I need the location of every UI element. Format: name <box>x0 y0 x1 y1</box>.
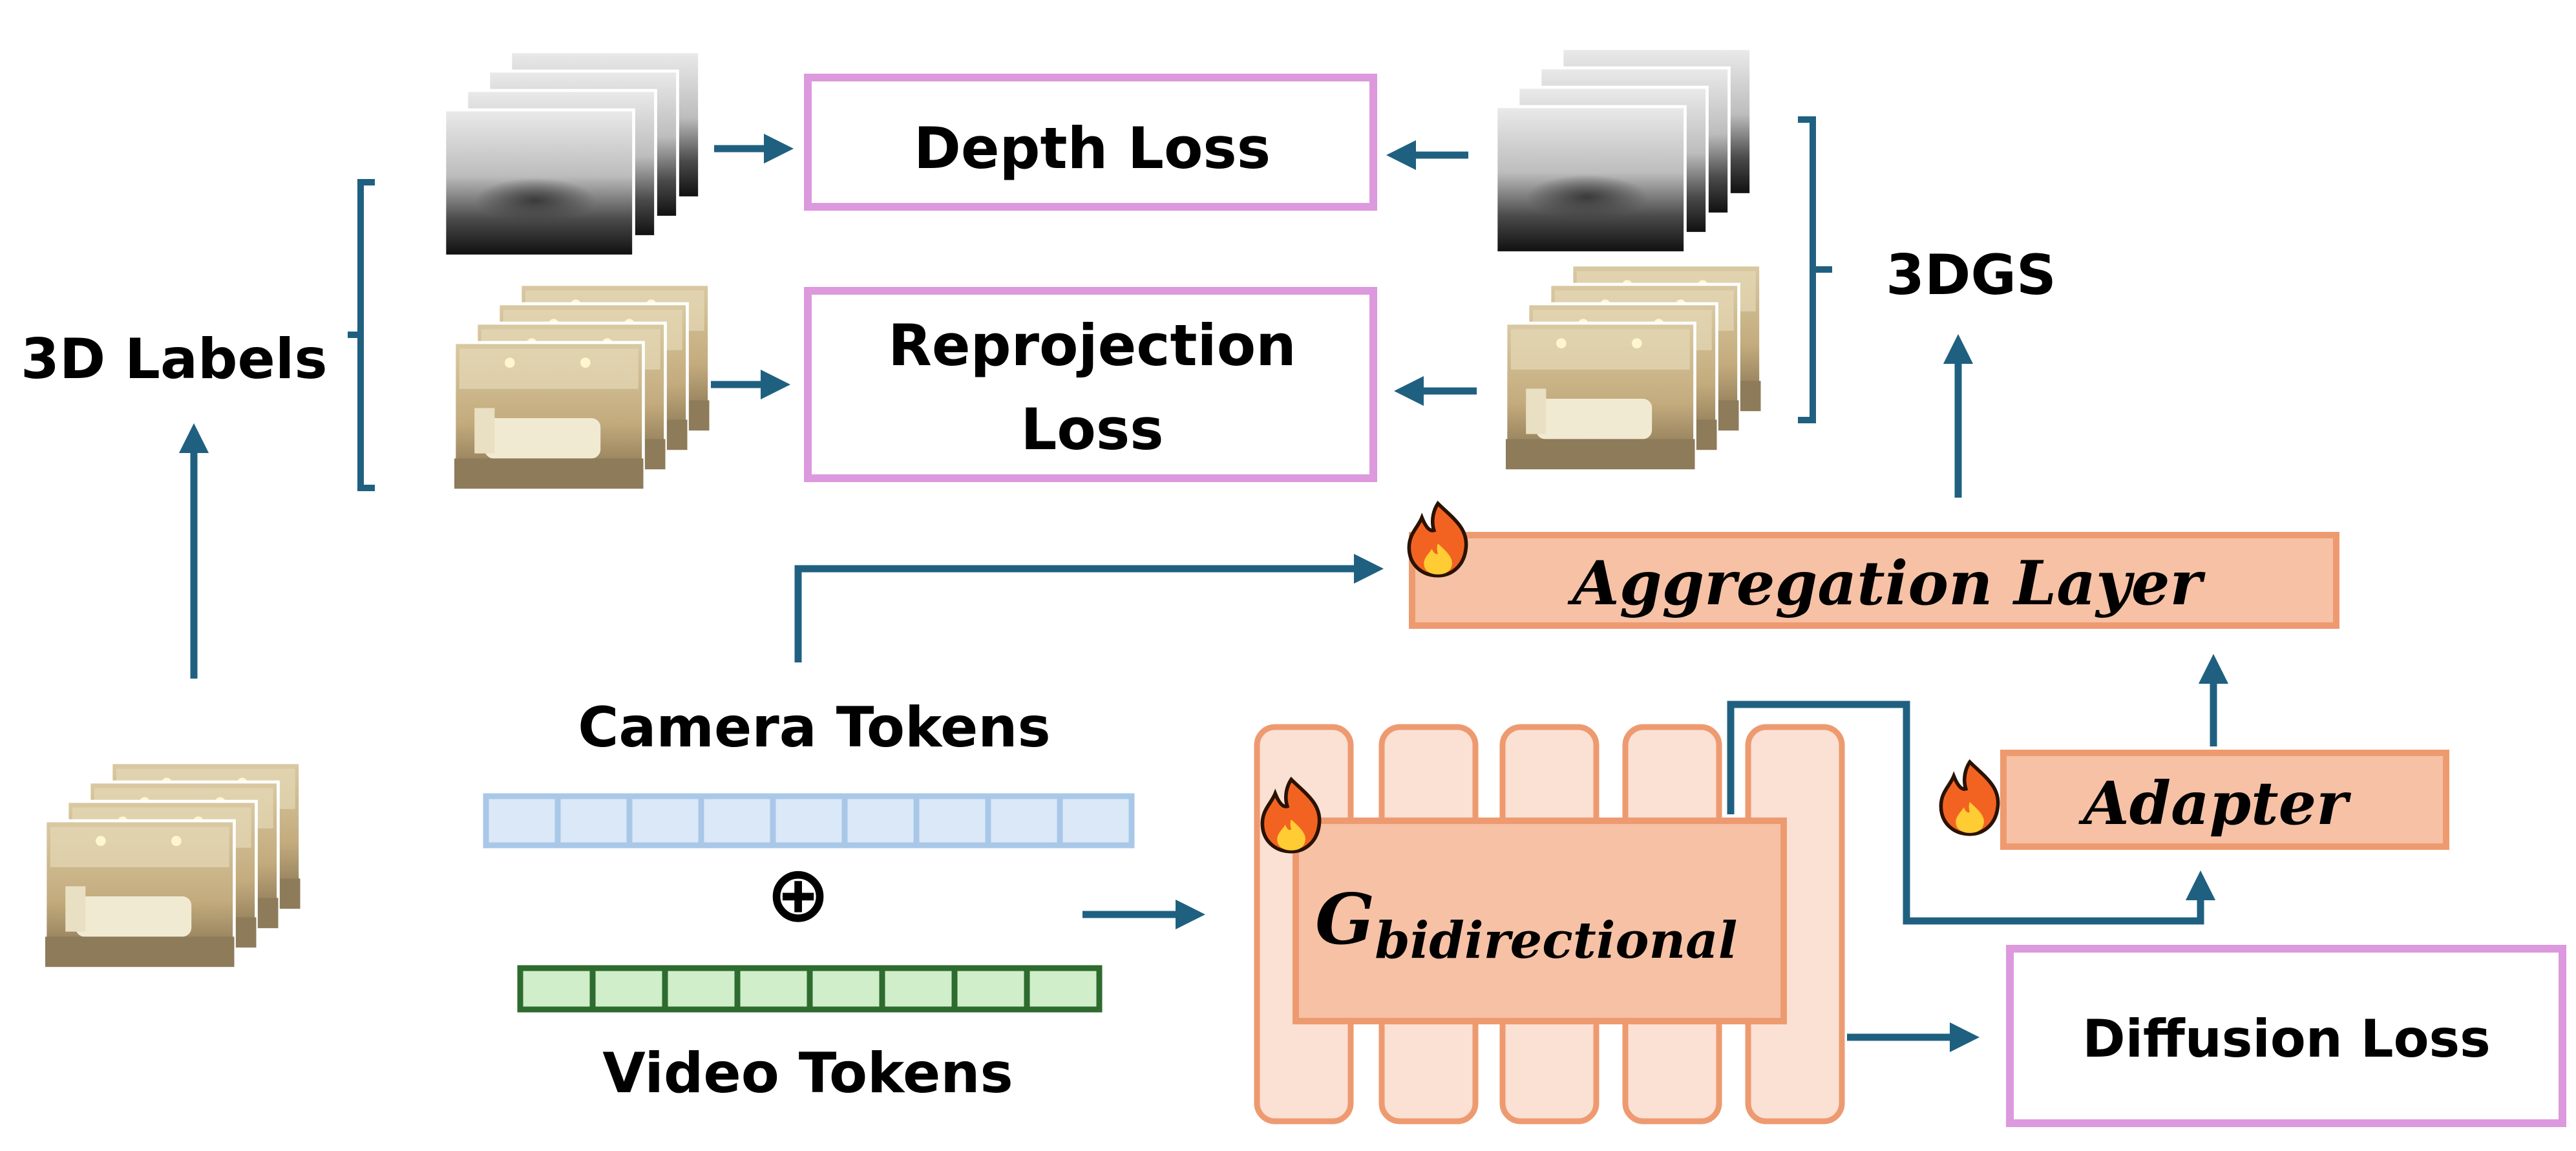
aggregation-layer-box <box>1409 532 2339 629</box>
token-cell <box>807 965 885 1013</box>
token-cell <box>483 793 561 849</box>
oplus-symbol: ⊕ <box>766 850 831 940</box>
depth-map-stack-left <box>445 52 700 256</box>
depth-loss-box <box>804 74 1377 211</box>
adapter-text: Adapter <box>2078 768 2352 838</box>
g-main: G <box>1315 879 1375 960</box>
left-bracket <box>357 179 375 491</box>
token-cell <box>554 793 633 849</box>
reprojection-loss-text-line1: Reprojection <box>888 312 1296 379</box>
reprojection-loss-text-line2: Loss <box>1020 396 1163 463</box>
depth-frame <box>1496 107 1685 253</box>
token-cell <box>698 793 776 849</box>
token-cell <box>1024 965 1103 1013</box>
labels-3d-text: 3D Labels <box>21 327 328 392</box>
rgb-frame-stack-right <box>1506 265 1761 469</box>
right-bracket <box>1798 116 1816 423</box>
g-bidirectional-box <box>1293 818 1787 1024</box>
fire-icon <box>1260 776 1322 854</box>
token-cell <box>734 965 813 1013</box>
video-token-bar <box>517 965 1103 1013</box>
rgb-frame-stack-left <box>454 284 710 489</box>
aggregation-layer-text: Aggregation Layer <box>1567 548 2206 619</box>
token-cell <box>985 793 1063 849</box>
token-cell <box>770 793 848 849</box>
diffusion-loss-text: Diffusion Loss <box>2082 1009 2491 1069</box>
token-cell <box>626 793 704 849</box>
rgb-frame-stack-input <box>45 763 301 967</box>
depth-loss-text: Depth Loss <box>914 115 1271 182</box>
rgb-frame <box>1506 323 1695 469</box>
token-cell <box>951 965 1030 1013</box>
3dgs-text: 3DGS <box>1886 243 2056 308</box>
fire-icon <box>1407 500 1468 578</box>
fire-inner <box>1277 819 1305 850</box>
token-cell <box>841 793 920 849</box>
camera-tokens-text: Camera Tokens <box>578 695 1050 760</box>
fire-outer <box>1939 759 2000 836</box>
adapter-box <box>2000 750 2449 850</box>
arrow-camera-to-aggregation <box>794 553 1384 662</box>
reprojection-loss-box <box>804 287 1377 482</box>
rgb-frame <box>454 343 644 489</box>
depth-map-stack-right <box>1496 48 1751 253</box>
g-bidirectional-text: Gbidirectional <box>1315 879 1737 970</box>
camera-token-bar <box>483 793 1135 849</box>
token-cell <box>913 793 991 849</box>
token-cell <box>589 965 668 1013</box>
fire-outer <box>1407 500 1468 578</box>
fire-inner <box>1956 802 1984 833</box>
token-cell <box>879 965 958 1013</box>
token-cell <box>662 965 741 1013</box>
token-cell <box>517 965 596 1013</box>
g-subscript: bidirectional <box>1375 911 1737 970</box>
fire-inner <box>1424 544 1452 575</box>
fire-icon <box>1939 759 2000 836</box>
video-tokens-text: Video Tokens <box>602 1041 1013 1106</box>
diffusion-loss-box <box>2006 945 2566 1127</box>
rgb-frame <box>45 821 235 967</box>
arrow-g-to-adapter <box>1727 701 2216 925</box>
token-cell <box>1057 793 1135 849</box>
depth-frame <box>445 110 634 256</box>
fire-outer <box>1260 776 1322 854</box>
